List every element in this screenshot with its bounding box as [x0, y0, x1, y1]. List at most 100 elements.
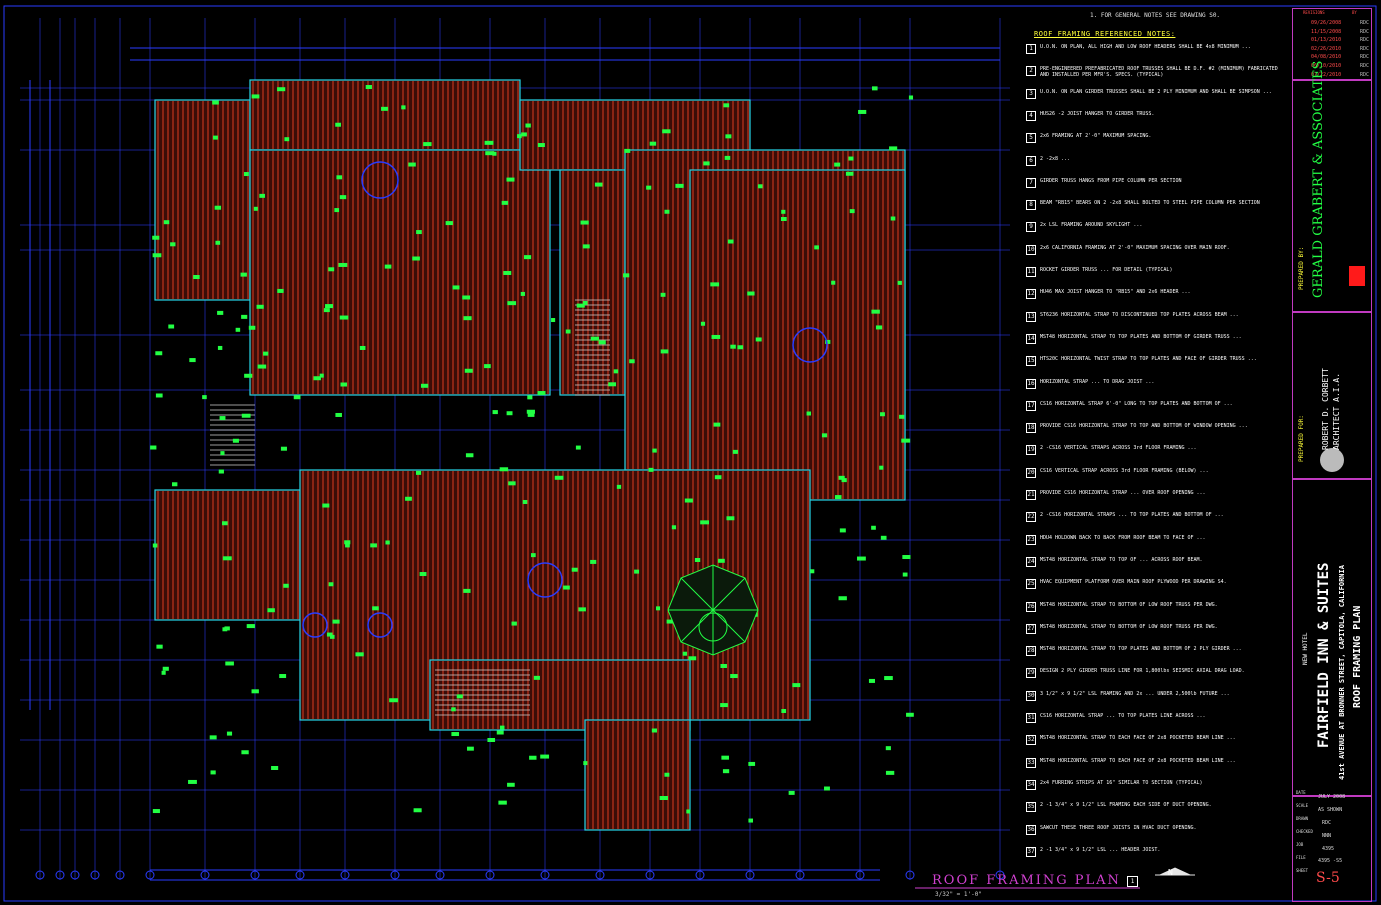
checked-value: NNN — [1322, 833, 1332, 839]
annotation-tag — [718, 558, 725, 563]
annotation-tag — [507, 782, 515, 787]
annotation-tag — [737, 345, 744, 350]
note-text: 3 1/2" x 9 1/2" LSL FRAMING AND 2x ... U… — [1040, 690, 1230, 697]
annotation-tag — [156, 644, 163, 649]
revision-by: RDC — [1360, 45, 1370, 52]
roof-zone — [249, 79, 521, 151]
annotation-tag — [241, 750, 249, 755]
annotation-tag — [671, 525, 677, 530]
note-number: 22 — [1026, 512, 1036, 523]
annotation-tag — [755, 337, 762, 342]
revision-date: 02/26/2010 — [1311, 45, 1342, 52]
annotation-tag — [498, 800, 507, 805]
note-text: HVAC EQUIPMENT PLATFORM OVER MAIN ROOF P… — [1040, 579, 1227, 586]
annotation-tag — [232, 438, 239, 443]
annotation-tag — [652, 448, 657, 453]
annotation-tag — [722, 769, 730, 774]
revision-by: RDC — [1360, 37, 1370, 44]
section-bubble — [302, 612, 328, 638]
north-label: N — [1168, 868, 1173, 877]
annotation-tag — [492, 410, 498, 415]
roof-note: 34 2x4 FURRING STRIPS AT 16" SIMILAR TO S… — [1026, 779, 1284, 808]
annotation-tag — [710, 282, 720, 287]
annotation-tag — [537, 391, 546, 396]
annotation-tag — [172, 482, 178, 487]
note-text: 2x LSL FRAMING AROUND SKYLIGHT ... — [1040, 222, 1143, 229]
annotation-tag — [527, 412, 535, 417]
annotation-tag — [880, 412, 885, 417]
annotation-tag — [340, 382, 348, 387]
annotation-tag — [871, 309, 880, 314]
note-number: 26 — [1026, 601, 1036, 612]
annotation-tag — [259, 193, 265, 198]
annotation-tag — [506, 411, 513, 416]
annotation-tag — [257, 364, 267, 369]
annotation-tag — [277, 87, 286, 92]
annotation-tag — [825, 339, 831, 344]
grid-bubble — [595, 870, 605, 880]
annotation-tag — [858, 109, 867, 114]
annotation-tag — [724, 155, 731, 160]
annotation-tag — [694, 557, 701, 562]
annotation-tag — [152, 235, 160, 240]
annotation-tag — [267, 608, 275, 613]
note-text: MST48 HORIZONTAL STRAP TO EACH FACE OF 2… — [1040, 757, 1236, 764]
annotation-tag — [899, 414, 905, 419]
annotation-tag — [848, 156, 854, 161]
annotation-tag — [339, 315, 349, 320]
annotation-tag — [834, 162, 841, 167]
note-text: MST48 HORIZONTAL STRAP TO EACH FACE OF 2… — [1040, 735, 1236, 742]
annotation-tag — [720, 663, 727, 668]
annotation-tag — [684, 498, 693, 503]
annotation-tag — [686, 809, 691, 814]
note-text: 2x4 FURRING STRIPS AT 16" SIMILAR TO SEC… — [1040, 779, 1203, 786]
note-number: 11 — [1026, 267, 1036, 277]
note-number: 4 — [1026, 110, 1036, 121]
revisions-by-header: BY — [1352, 10, 1357, 15]
annotation-tag — [730, 674, 738, 679]
note-number: 8 — [1026, 200, 1036, 211]
note-number: 34 — [1026, 779, 1036, 790]
note-number: 15 — [1026, 356, 1036, 367]
annotation-tag — [834, 495, 842, 500]
section-bubble — [361, 161, 399, 199]
north-arrow — [1155, 867, 1195, 876]
revision-row: 02/26/2010 RDC — [1301, 44, 1369, 54]
firm-logo — [1349, 266, 1365, 286]
annotation-tag — [520, 291, 525, 296]
annotation-tag — [634, 569, 640, 574]
note-text: U.O.N. ON PLAN, ALL HIGH AND LOW ROOF HE… — [1040, 44, 1251, 50]
annotation-tag — [419, 572, 427, 577]
note-number: 32 — [1026, 735, 1036, 746]
annotation-tag — [462, 295, 471, 300]
annotation-tag — [841, 478, 847, 483]
annotation-tag — [152, 253, 162, 258]
plan-scale: 3/32" = 1'-0" — [935, 891, 982, 898]
grid-bubble — [145, 870, 155, 880]
notes-title: ROOF FRAMING REFERENCED NOTES: — [1034, 30, 1176, 38]
project-box — [1292, 479, 1372, 796]
project-name: FAIRFIELD INN & SUITES — [1316, 562, 1332, 748]
scale-label: SCALE — [1296, 803, 1309, 808]
annotation-tag — [723, 103, 730, 108]
annotation-tag — [527, 395, 533, 400]
annotation-tag — [423, 142, 432, 147]
note-text: 2x6 FRAMING AT 2'-0" MAXIMUM SPACING. — [1040, 133, 1152, 140]
annotation-tag — [575, 445, 581, 450]
annotation-tag — [659, 796, 668, 801]
annotation-tag — [152, 809, 160, 814]
annotation-tag — [720, 703, 728, 708]
annotation-tag — [902, 555, 911, 560]
annotation-tag — [496, 730, 504, 735]
note-number: 14 — [1026, 333, 1036, 344]
